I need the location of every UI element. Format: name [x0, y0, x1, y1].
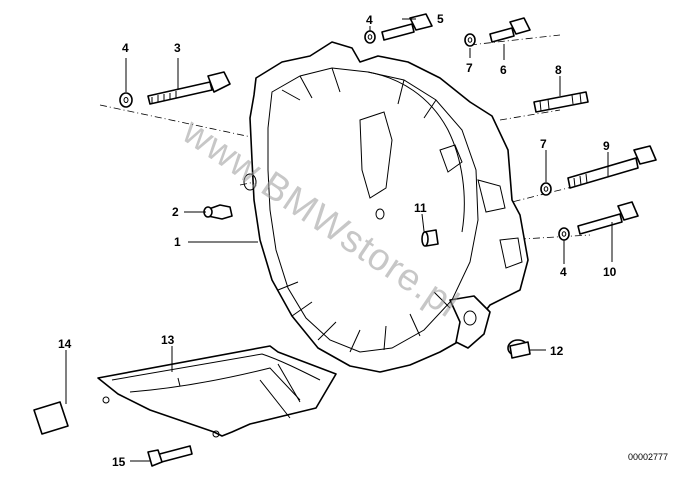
- bolt-right-top: [489, 17, 531, 43]
- fitting-screw: [203, 204, 233, 220]
- callout-8: 8: [555, 63, 562, 77]
- damper-block: [33, 401, 69, 435]
- washer-top: [364, 30, 376, 44]
- callout-10: 10: [603, 265, 617, 279]
- callout-9: 9: [603, 139, 610, 153]
- stud-bolt: [533, 91, 589, 113]
- long-bolt-left: [147, 71, 231, 105]
- callout-4-left: 4: [122, 41, 129, 55]
- washer-right-mid: [540, 182, 552, 196]
- dowel-sleeve: [421, 229, 439, 247]
- callout-6: 6: [500, 63, 507, 77]
- callout-15: 15: [112, 455, 126, 469]
- callout-7-mid: 7: [540, 137, 547, 151]
- screw-bottom: [147, 445, 193, 467]
- callout-labels: 1 2 3 4 4 4 5 6 7 7 8 9 10 11 12 13 14 1…: [58, 12, 617, 469]
- reference-number: 00002777: [628, 452, 668, 462]
- callout-3: 3: [174, 41, 181, 55]
- callout-5: 5: [437, 12, 444, 26]
- washer-right-low: [558, 227, 570, 241]
- callout-2: 2: [172, 205, 179, 219]
- bell-housing: [243, 41, 529, 373]
- leader-lines: [65, 18, 613, 462]
- plug: [507, 339, 531, 359]
- bolt-right-low: [577, 201, 639, 235]
- callout-4-top: 4: [366, 13, 373, 27]
- cover-plate: [97, 345, 337, 438]
- callout-13: 13: [161, 333, 175, 347]
- washer-right-top: [464, 33, 476, 47]
- callout-14: 14: [58, 337, 72, 351]
- washer-left: [119, 92, 133, 108]
- callout-12: 12: [550, 344, 564, 358]
- callout-7-top: 7: [466, 61, 473, 75]
- callout-1: 1: [174, 235, 181, 249]
- callout-11: 11: [414, 201, 427, 215]
- callout-4-right: 4: [560, 265, 567, 279]
- long-bolt-right: [567, 145, 657, 189]
- bolt-top: [381, 13, 433, 41]
